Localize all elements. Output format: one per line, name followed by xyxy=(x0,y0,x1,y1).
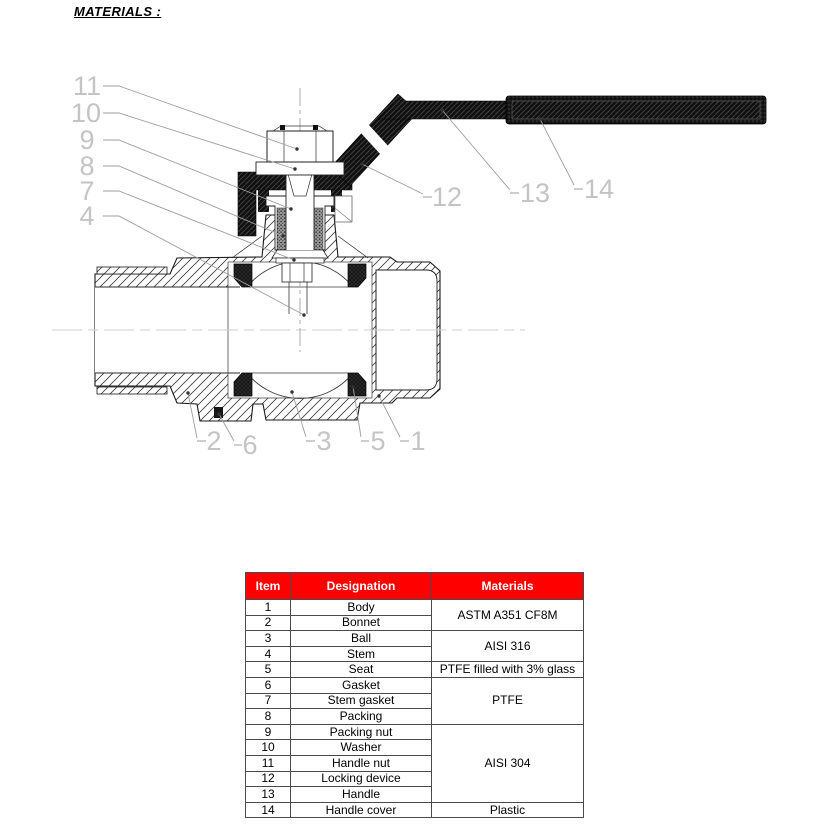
item-cell: 9 xyxy=(245,723,291,741)
material-cell: PTFE filled with 3% glass xyxy=(431,661,584,678)
designation-cell: Locking device xyxy=(290,770,432,788)
header-designation: Designation xyxy=(290,572,432,600)
item-cell: 6 xyxy=(245,676,291,694)
designation-cell: Handle xyxy=(290,786,432,803)
leader-lines xyxy=(103,85,583,446)
stem xyxy=(271,162,329,283)
designation-cell: Bonnet xyxy=(290,614,432,632)
callout-10: 10 xyxy=(71,98,101,128)
callout-11: 11 xyxy=(73,71,101,101)
designation-cell: Ball xyxy=(290,630,432,647)
callout-14: 14 xyxy=(584,174,614,204)
item-cell: 3 xyxy=(245,630,291,647)
designation-cell: Handle cover xyxy=(290,801,432,819)
designation-cell: Packing xyxy=(290,708,432,725)
item-cell: 7 xyxy=(245,692,291,710)
item-cell: 12 xyxy=(245,770,291,788)
handle-lever xyxy=(377,94,767,125)
leader-dots xyxy=(186,108,542,416)
designation-cell: Seat xyxy=(290,661,432,678)
callout-3: 3 xyxy=(316,426,331,456)
item-cell: 4 xyxy=(245,645,291,663)
header-item: Item xyxy=(245,572,291,600)
designation-cell: Gasket xyxy=(290,676,432,694)
callout-5: 5 xyxy=(370,426,385,456)
page-title: MATERIALS : xyxy=(74,4,162,19)
callout-6: 6 xyxy=(242,430,257,460)
handle-nut xyxy=(266,125,334,163)
callout-7: 7 xyxy=(79,176,94,206)
material-cell: Plastic xyxy=(431,801,584,819)
item-cell: 14 xyxy=(245,801,291,819)
item-cell: 1 xyxy=(245,599,291,616)
designation-cell: Body xyxy=(290,599,432,616)
seats xyxy=(233,263,367,397)
ball-valve-cross-section-drawing: 11 10 9 8 7 4 2 6 3 5 1 12 13 14 xyxy=(52,71,767,460)
item-cell: 11 xyxy=(245,754,291,772)
callout-numbers: 11 10 9 8 7 4 2 6 3 5 1 12 13 14 xyxy=(71,71,614,460)
material-cell: PTFE xyxy=(431,676,584,725)
callout-8: 8 xyxy=(79,151,94,181)
material-cell: ASTM A351 CF8M xyxy=(431,598,584,632)
designation-cell: Stem xyxy=(290,645,432,663)
item-cell: 13 xyxy=(245,786,291,803)
callout-13: 13 xyxy=(520,178,550,208)
item-cell: 10 xyxy=(245,739,291,756)
material-cell: AISI 316 xyxy=(431,630,584,663)
header-materials: Materials xyxy=(431,572,584,600)
designation-cell: Handle nut xyxy=(290,754,432,772)
callout-12: 12 xyxy=(432,182,462,212)
washer xyxy=(255,161,345,176)
designation-cell: Packing nut xyxy=(290,723,432,741)
item-cell: 8 xyxy=(245,708,291,725)
callout-4: 4 xyxy=(79,201,94,231)
designation-cell: Washer xyxy=(290,739,432,756)
item-cell: 5 xyxy=(245,661,291,678)
callout-1: 1 xyxy=(410,426,425,456)
material-cell: AISI 304 xyxy=(431,723,584,803)
callout-9: 9 xyxy=(79,125,94,155)
table-header-row: Item Designation Materials xyxy=(245,572,584,600)
designation-cell: Stem gasket xyxy=(290,692,432,710)
callout-2: 2 xyxy=(206,426,221,456)
item-cell: 2 xyxy=(245,614,291,632)
